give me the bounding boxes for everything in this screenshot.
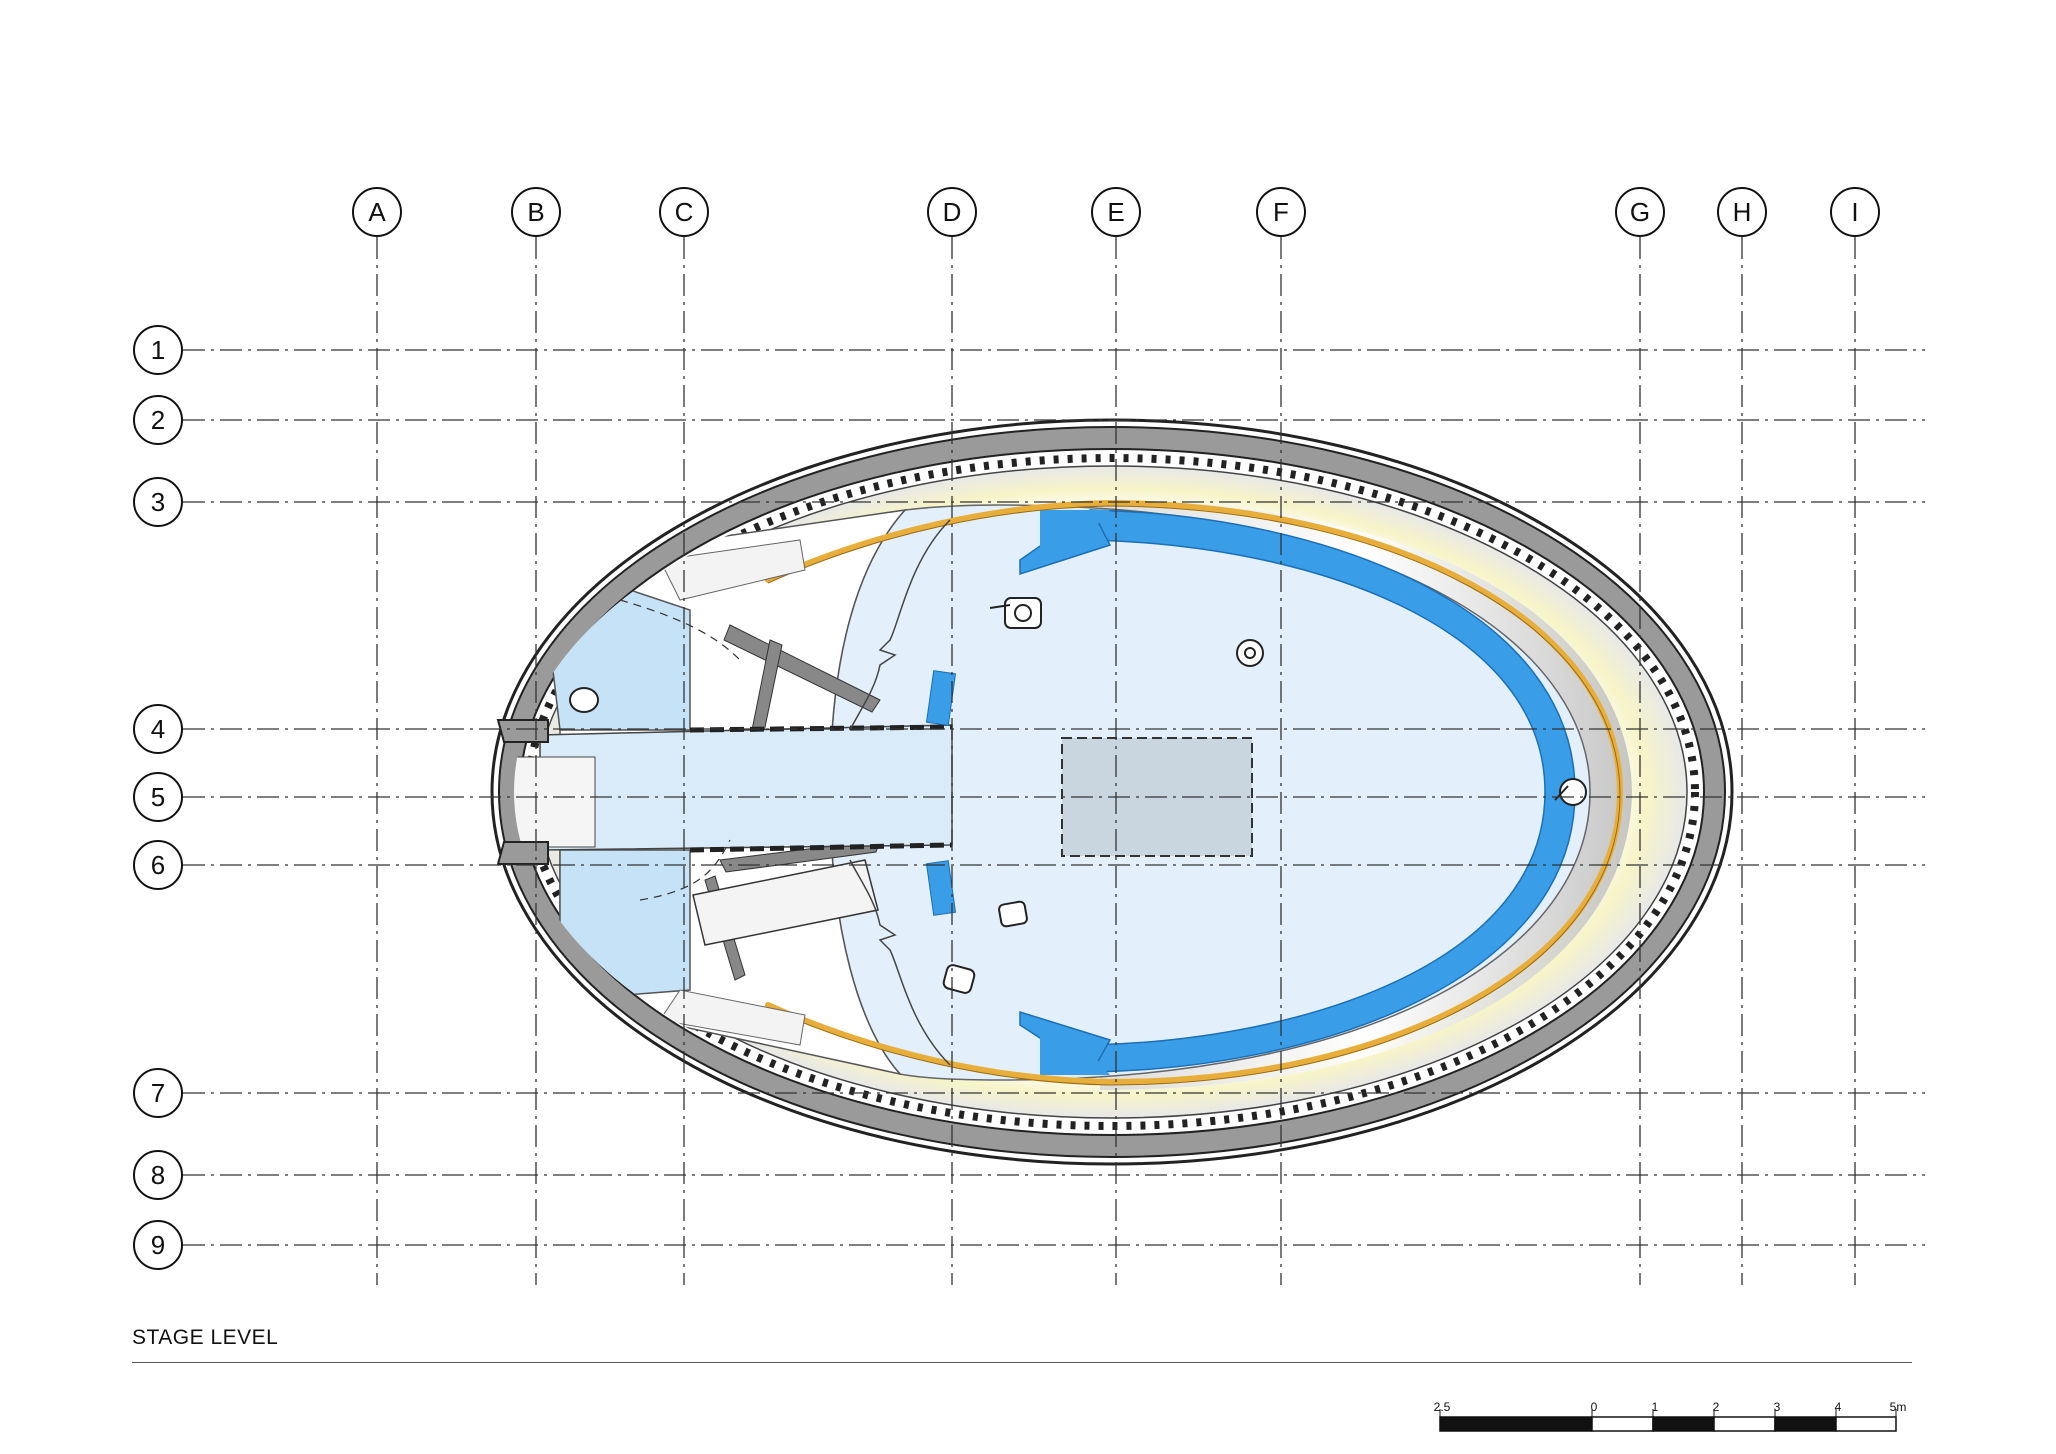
scale-bar: 2.5 0 1 2 3 4 5m (1434, 1400, 1907, 1432)
grid-column-a: A (352, 187, 402, 1285)
person-symbol (1236, 639, 1264, 667)
grid-column-label: G (1630, 197, 1650, 227)
grid-row-8: 8 (133, 1150, 1925, 1200)
scale-label: 4 (1835, 1400, 1842, 1414)
grid-bubble (1717, 187, 1767, 237)
grid-bubble (133, 1068, 183, 1118)
grid-bubble (352, 187, 402, 237)
grid-row-9: 9 (133, 1220, 1925, 1270)
grid-row-3: 3 (133, 477, 1925, 527)
grid-bubble (133, 325, 183, 375)
grid-bubble (133, 840, 183, 890)
grid-column-label: E (1107, 197, 1124, 227)
grid-row-1: 1 (133, 325, 1925, 375)
grid-row-label: 8 (151, 1160, 165, 1190)
scale-label: 5m (1890, 1400, 1907, 1414)
grid-row-label: 3 (151, 487, 165, 517)
furniture-symbols (569, 597, 1587, 994)
grid-bubble (1256, 187, 1306, 237)
scale-label: 1 (1652, 1400, 1659, 1414)
scale-label: 0 (1591, 1400, 1598, 1414)
grid-column-h: H (1717, 187, 1767, 1285)
grid-bubble (927, 187, 977, 237)
drawing-title: STAGE LEVEL (132, 1326, 279, 1349)
title-rule (132, 1362, 1912, 1363)
grid-columns: A B C D E F G H I (352, 187, 1880, 1285)
scale-segment (1774, 1416, 1837, 1432)
grid-bubble (1615, 187, 1665, 237)
stairs (692, 859, 879, 946)
grid-row-4: 4 (133, 704, 1925, 754)
scale-segment (1591, 1416, 1654, 1432)
grid-rows: 1 2 3 4 5 6 7 8 9 (133, 325, 1925, 1270)
grid-bubble (1091, 187, 1141, 237)
grid-column-label: D (943, 197, 962, 227)
central-aisle (514, 724, 953, 853)
scale-segment (1652, 1416, 1715, 1432)
grid-column-d: D (927, 187, 977, 1285)
grid-column-f: F (1256, 187, 1306, 1285)
grid-row-label: 7 (151, 1078, 165, 1108)
grid-bubble (133, 477, 183, 527)
scale-segment (1713, 1416, 1776, 1432)
grid-row-2: 2 (133, 395, 1925, 445)
scale-label: 3 (1774, 1400, 1781, 1414)
wheelchair-symbol (989, 597, 1042, 629)
scale-segment (1835, 1416, 1897, 1432)
grid-row-6: 6 (133, 840, 1925, 890)
grid-column-label: A (368, 197, 386, 227)
scale-label: 2 (1713, 1400, 1720, 1414)
grid-bubble (511, 187, 561, 237)
grid-column-c: C (659, 187, 709, 1285)
grid-row-label: 4 (151, 714, 165, 744)
grid-bubble (133, 395, 183, 445)
grid-bubble (133, 772, 183, 822)
grid-bubble (133, 704, 183, 754)
grid-row-5: 5 (133, 772, 1925, 822)
grid-column-b: B (511, 187, 561, 1285)
grid-row-label: 5 (151, 782, 165, 812)
grid-row-7: 7 (133, 1068, 1925, 1118)
toilet-symbol (569, 687, 599, 713)
grid-bubble (133, 1220, 183, 1270)
grid-column-label: B (527, 197, 544, 227)
grid-bubble (1830, 187, 1880, 237)
grid-row-label: 9 (151, 1230, 165, 1260)
grid-column-label: F (1273, 197, 1289, 227)
grid-column-e: E (1091, 187, 1141, 1285)
blue-band (1019, 508, 1576, 1075)
grid-column-label: C (675, 197, 694, 227)
performer-symbol (1554, 778, 1587, 806)
grid-column-label: I (1851, 197, 1858, 227)
grid-column-label: H (1733, 197, 1752, 227)
grid-bubble (659, 187, 709, 237)
grid-bubble (133, 1150, 183, 1200)
grid-column-g: G (1615, 187, 1665, 1285)
grid-column-i: I (1830, 187, 1880, 1285)
chair-symbol-1 (998, 900, 1028, 928)
grid-row-label: 2 (151, 405, 165, 435)
grid-row-label: 6 (151, 850, 165, 880)
scale-segment (1439, 1416, 1593, 1432)
grid-row-label: 1 (151, 335, 165, 365)
scale-label: 2.5 (1434, 1400, 1451, 1414)
